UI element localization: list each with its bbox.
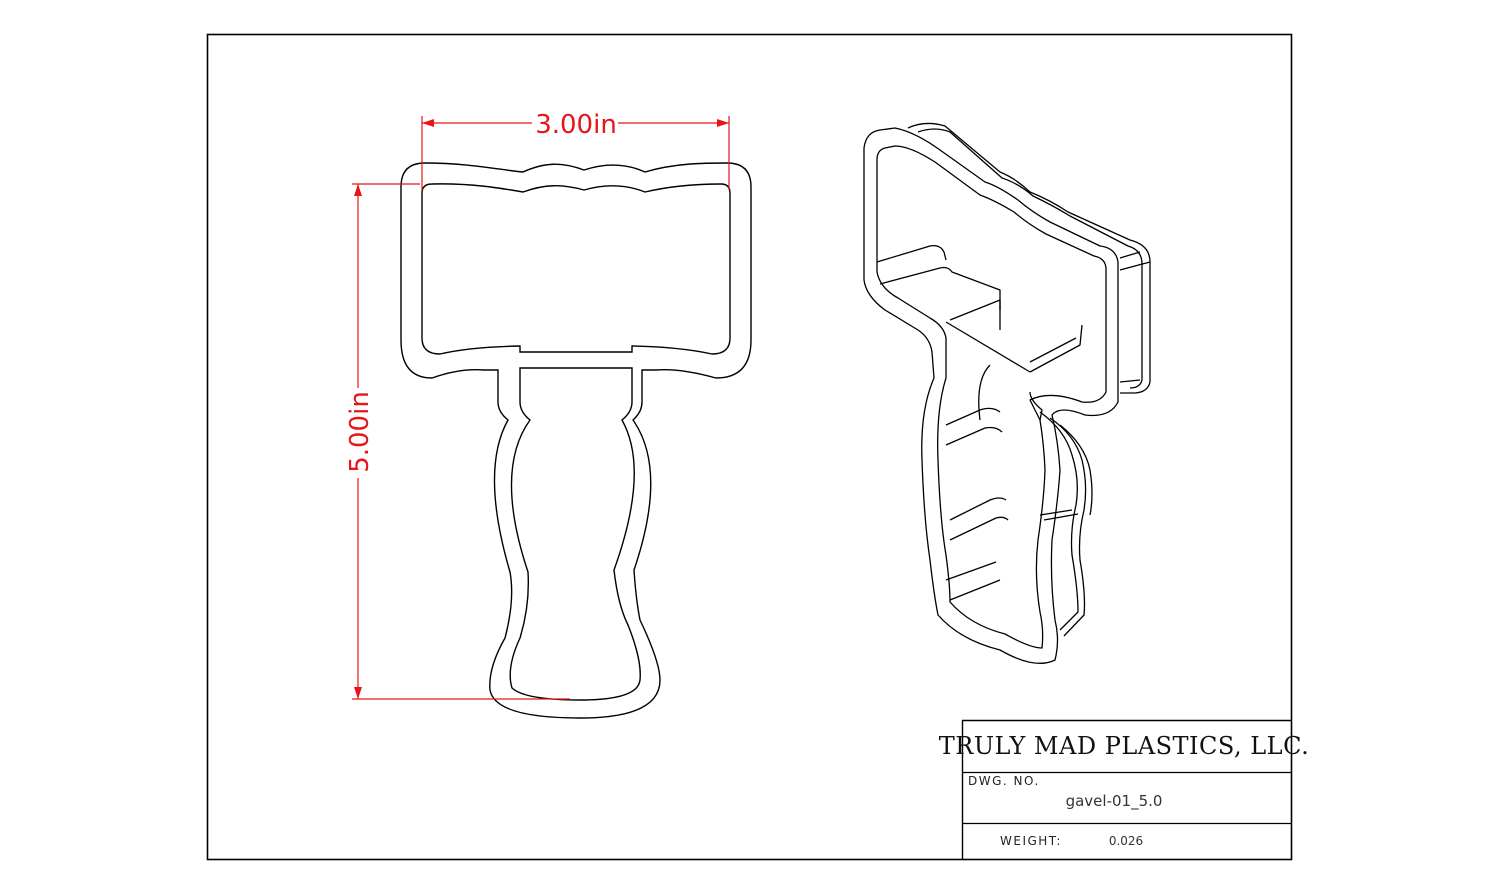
iso-outer-rim bbox=[863, 127, 1119, 664]
gavel-outer-outline bbox=[400, 162, 752, 719]
weight-value: 0.026 bbox=[1109, 834, 1143, 848]
title-block: TRULY MAD PLASTICS, LLC. DWG. NO. gavel-… bbox=[939, 719, 1310, 859]
iso-back-rim bbox=[907, 122, 1151, 394]
company-name: TRULY MAD PLASTICS, LLC. bbox=[939, 732, 1310, 760]
width-dimension-label: 3.00in bbox=[535, 110, 617, 140]
height-dimension-label: 5.00in bbox=[345, 391, 375, 473]
iso-inner-rim bbox=[876, 145, 1107, 649]
dimension-height: 5.00in bbox=[345, 183, 570, 700]
drawing-border bbox=[206, 33, 1293, 861]
gavel-inner-outline bbox=[421, 183, 731, 355]
gavel-inner-handle bbox=[509, 367, 641, 701]
dwg-no-label: DWG. NO. bbox=[968, 774, 1040, 788]
front-view-gavel bbox=[400, 162, 752, 719]
dwg-no-value: gavel-01_5.0 bbox=[1066, 792, 1163, 811]
isometric-view-gavel bbox=[863, 122, 1151, 664]
dimension-width: 3.00in bbox=[421, 110, 730, 190]
weight-label: WEIGHT: bbox=[1000, 834, 1062, 848]
